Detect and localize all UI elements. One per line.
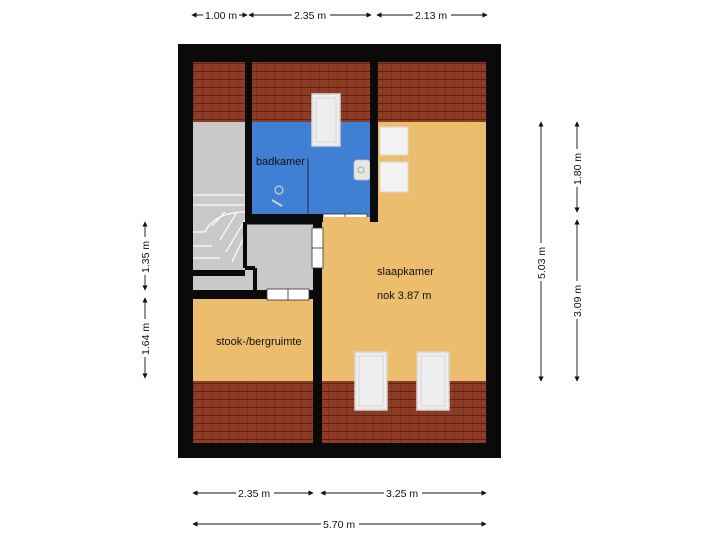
stair-area bbox=[193, 122, 245, 270]
dim-right-total: 5.03 m bbox=[536, 247, 548, 279]
dim-top-1: 1.00 m bbox=[205, 10, 237, 22]
skylight-bedroom-left bbox=[354, 351, 388, 411]
roof-tiles-top-right bbox=[378, 62, 486, 122]
wall-mid-tile bbox=[370, 44, 378, 122]
nightstand-bottom bbox=[379, 161, 409, 193]
wall-bath-left bbox=[245, 122, 252, 222]
bedroom-label: slaapkamer bbox=[377, 266, 434, 278]
skylight-bedroom-right bbox=[416, 351, 450, 411]
dim-top-2: 2.35 m bbox=[294, 10, 326, 22]
dim-bottom-total: 5.70 m bbox=[323, 519, 355, 531]
shower-head-icon bbox=[271, 185, 284, 207]
stair-landing-small bbox=[193, 276, 245, 290]
dim-bottom-1: 2.35 m bbox=[238, 488, 270, 500]
roof-tiles-top-mid bbox=[252, 62, 370, 122]
nightstand-top bbox=[379, 126, 409, 156]
dim-left-2: 1.64 m bbox=[140, 323, 152, 355]
bathroom-label: badkamer bbox=[256, 156, 305, 168]
storage-floor bbox=[193, 299, 313, 381]
stair-icon bbox=[193, 194, 246, 263]
wall-storage-top bbox=[193, 290, 313, 299]
wall-bath-bottom-left bbox=[245, 214, 323, 222]
bedroom-ridge-label: nok 3.87 m bbox=[377, 290, 431, 302]
dim-left-1: 1.35 m bbox=[140, 241, 152, 273]
dim-top-3: 2.13 m bbox=[415, 10, 447, 22]
dim-bottom-2: 3.25 m bbox=[386, 488, 418, 500]
wall-landing-right bbox=[313, 217, 322, 458]
wall-bath-right bbox=[370, 122, 378, 222]
roof-tiles-bottom-right bbox=[322, 381, 486, 443]
roof-tiles-bottom-left bbox=[193, 381, 313, 443]
dim-right-2: 3.09 m bbox=[572, 285, 584, 317]
roof-tiles-top-left bbox=[193, 62, 245, 122]
bathroom-floor bbox=[252, 122, 370, 217]
bedroom-floor bbox=[378, 122, 486, 381]
dim-right-1: 1.80 m bbox=[572, 153, 584, 185]
skylight-bathroom bbox=[311, 93, 341, 147]
storage-label: stook-/bergruimte bbox=[216, 336, 302, 348]
wall-left-tile bbox=[245, 44, 252, 122]
washbasin-icon bbox=[353, 159, 371, 181]
